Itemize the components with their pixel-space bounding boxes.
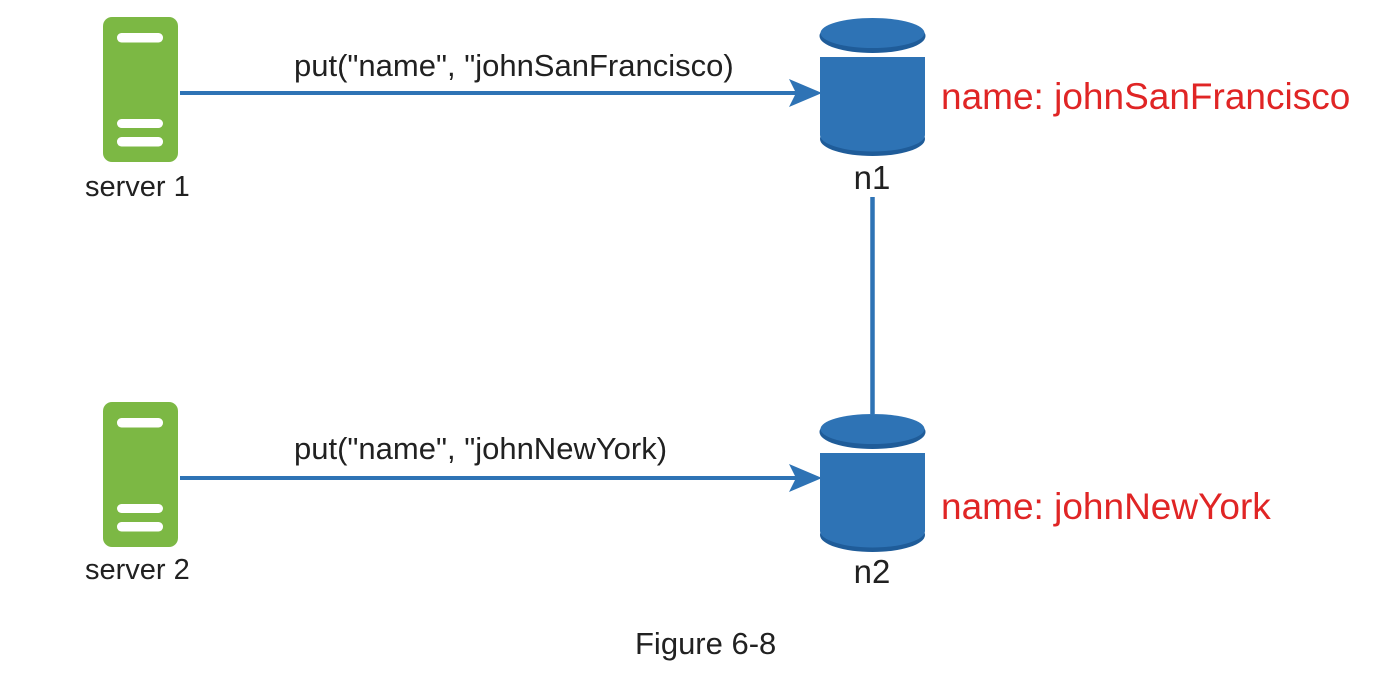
arrow-put-2 bbox=[180, 464, 822, 492]
server-2-slot-top bbox=[117, 418, 163, 428]
server-2-label: server 2 bbox=[85, 554, 190, 586]
n1-body bbox=[820, 57, 925, 152]
arrow-put-1-head bbox=[789, 79, 822, 107]
put-operation-1-label: put("name", "johnSanFrancisco) bbox=[294, 48, 734, 83]
n1-lid bbox=[820, 18, 925, 48]
server-1-label: server 1 bbox=[85, 171, 190, 203]
database-n2-label: n2 bbox=[853, 553, 891, 590]
n2-lid bbox=[820, 414, 925, 444]
server-1-slot-bottom-1 bbox=[117, 119, 163, 128]
server-2-slot-bottom-1 bbox=[117, 504, 163, 513]
figure-caption: Figure 6-8 bbox=[635, 626, 777, 661]
server-1-slot-top bbox=[117, 33, 163, 43]
database-n2-icon bbox=[819, 414, 926, 552]
database-n1-label: n1 bbox=[853, 159, 891, 196]
arrow-put-2-head bbox=[789, 464, 822, 492]
database-n1-icon bbox=[819, 18, 926, 156]
server-1-slot-bottom-2 bbox=[117, 137, 163, 147]
n2-body bbox=[820, 453, 925, 548]
put-operation-2-label: put("name", "johnNewYork) bbox=[294, 431, 668, 466]
server-1-icon bbox=[103, 17, 178, 162]
server-2-icon bbox=[103, 402, 178, 547]
n1-stored-value-annotation: name: johnSanFrancisco bbox=[941, 76, 1351, 117]
n2-stored-value-annotation: name: johnNewYork bbox=[941, 486, 1271, 527]
arrow-put-1 bbox=[180, 79, 822, 107]
server-2-slot-bottom-2 bbox=[117, 522, 163, 532]
